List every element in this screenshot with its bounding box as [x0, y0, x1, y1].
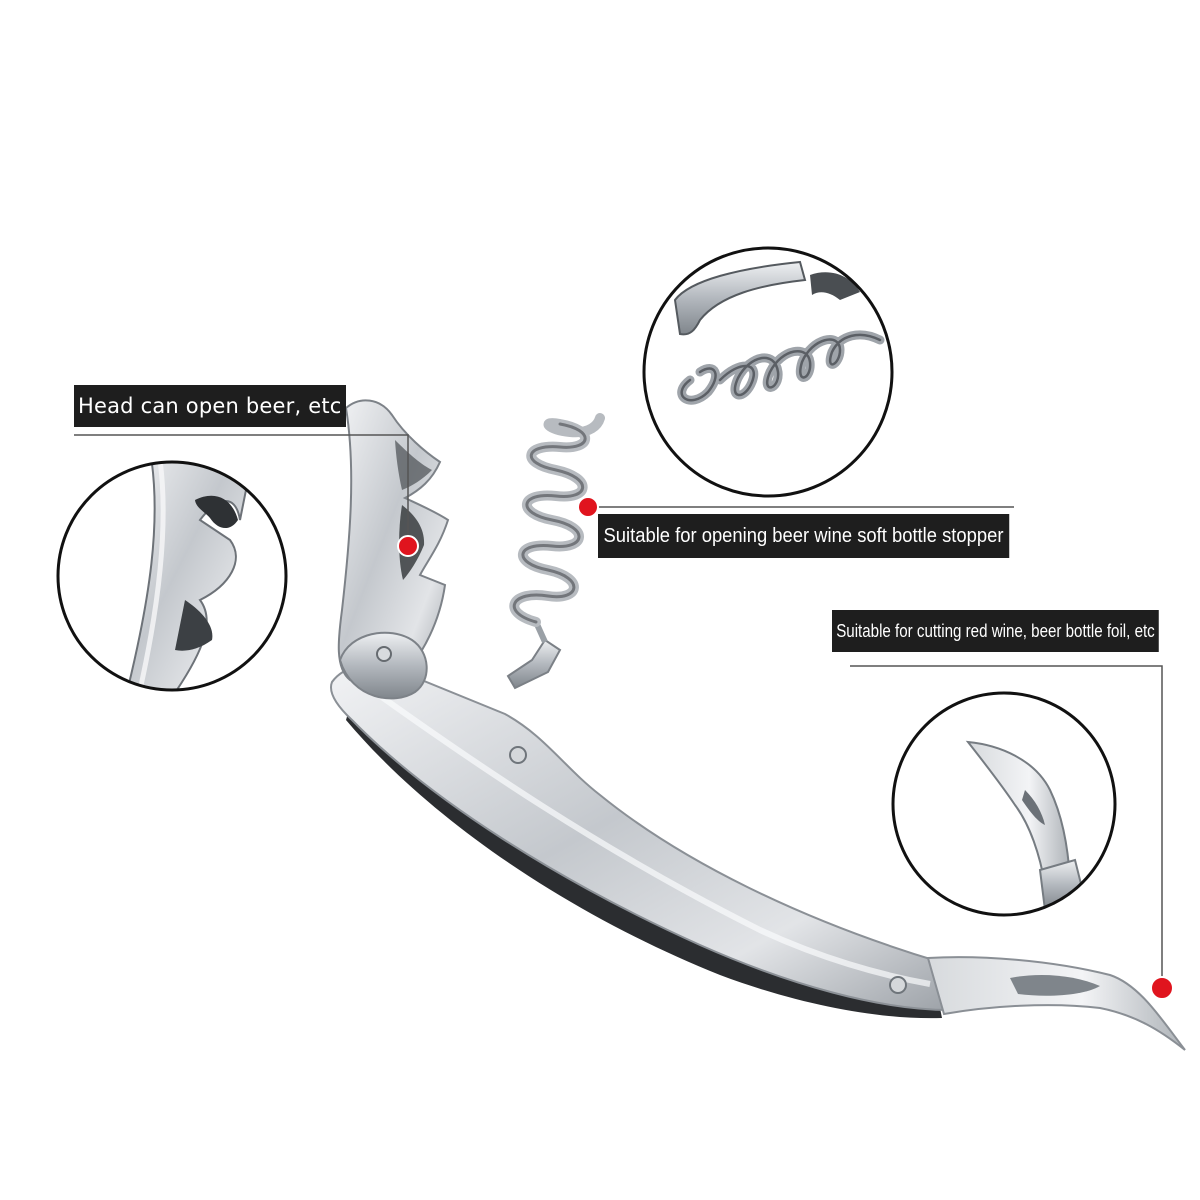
callout-label-knife: Suitable for cutting red wine, beer bott…	[832, 610, 1159, 652]
waiters-corkscrew-icon	[330, 399, 1186, 1051]
leader-lines	[74, 434, 1163, 988]
callout-label-head: Head can open beer, etc	[74, 385, 346, 427]
marker-dot-knife	[1150, 976, 1174, 1000]
bottle-opener-detail	[56, 460, 288, 692]
leader-line-knife	[850, 665, 1163, 988]
marker-dot-head	[397, 535, 419, 557]
foil-cutter-detail	[891, 691, 1117, 917]
marker-dot-corkscrew	[577, 496, 599, 518]
leader-line-head	[74, 434, 409, 546]
markers	[397, 496, 1174, 1000]
corkscrew-spiral-detail	[642, 246, 894, 498]
callout-label-corkscrew: Suitable for opening beer wine soft bott…	[598, 514, 1009, 558]
